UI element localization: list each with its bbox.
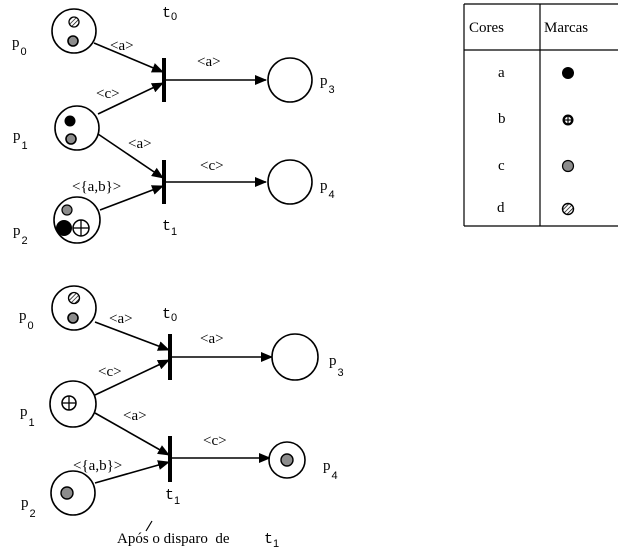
label-p0: p: [12, 35, 20, 51]
svg-text:p4: p4: [323, 458, 338, 482]
token-b: [61, 395, 77, 411]
label-p1: p: [13, 128, 21, 144]
label-t0: t: [162, 5, 171, 22]
svg-text:t1: t1: [264, 531, 279, 550]
label-t1: t: [165, 487, 174, 504]
mark-solid-black: [562, 67, 574, 79]
arc-p1-t0: [97, 82, 164, 115]
arc-p1-t1: [94, 412, 170, 456]
arc-label-t0-p3: <a>: [197, 54, 221, 70]
mark-solid-gray: [561, 159, 575, 173]
arc-label-p1-t1: <a>: [123, 408, 147, 424]
svg-text:t0: t0: [162, 306, 177, 324]
token-c: [65, 133, 77, 145]
token-c: [280, 453, 294, 467]
arc-label-t0-p3: <a>: [200, 331, 224, 347]
svg-text:p2: p2: [13, 223, 28, 247]
svg-text:p0: p0: [12, 35, 27, 58]
arc-label-p0-t0: <a>: [110, 38, 134, 54]
caption-transition: t: [264, 531, 273, 548]
svg-text:t1: t1: [162, 218, 177, 238]
label-p0: p: [19, 308, 27, 324]
place-p0: [51, 285, 97, 331]
svg-text:p3: p3: [320, 73, 335, 96]
label-p3: p: [329, 353, 337, 369]
arc-p0-t0: [93, 42, 164, 73]
legend-table: Cores Marcas a b c d: [463, 3, 618, 227]
svg-text:t0: t0: [162, 5, 177, 23]
token-c: [61, 204, 73, 216]
label-p1: p: [20, 404, 28, 420]
svg-text:p1: p1: [20, 404, 35, 429]
arc-p2-t1: [99, 185, 164, 211]
place-p3: [267, 57, 313, 103]
token-b: [72, 219, 90, 237]
mark-crosshatched: [562, 114, 574, 126]
place-p3: [271, 333, 319, 381]
arc-p0-t0: [94, 321, 170, 351]
svg-text:p4: p4: [320, 178, 335, 201]
svg-text:p1: p1: [13, 128, 28, 152]
token-d: [68, 16, 80, 28]
arc-label-p2-t1: <{a,b}>: [73, 458, 122, 474]
table-row-color: a: [498, 65, 505, 81]
arc-label-p1-t0: <c>: [96, 86, 120, 102]
token-c: [60, 486, 74, 500]
diagram-after: p0 p1 p2 p3 p4 t0 t1 <a> <c> <a> <a> <{a…: [19, 285, 344, 550]
label-t0: t: [162, 306, 171, 323]
arc-label-p1-t0: <c>: [98, 364, 122, 380]
place-p1: [54, 105, 100, 151]
label-p2: p: [21, 495, 29, 511]
arc-p1-t0: [94, 359, 170, 396]
arc-label-t1-p4: <c>: [203, 433, 227, 449]
label-p3: p: [320, 73, 328, 89]
table-row-color: d: [497, 200, 505, 216]
place-p0: [51, 8, 97, 54]
token-d: [67, 291, 81, 305]
svg-text:p3: p3: [329, 353, 344, 379]
arc-label-p2-t1: <{a,b}>: [72, 179, 121, 195]
arc-label-p0-t0: <a>: [109, 311, 133, 327]
table-row-color: c: [498, 158, 505, 174]
svg-text:t1: t1: [165, 487, 180, 507]
token-c: [67, 35, 79, 47]
caption-text: Após o disparo de: [117, 531, 230, 547]
token-a: [64, 115, 76, 127]
table-header-cores: Cores: [469, 20, 504, 36]
table-row-color: b: [498, 111, 506, 127]
arc-p1-t1: [97, 133, 164, 179]
token-c: [67, 312, 79, 324]
label-p2: p: [13, 223, 21, 239]
label-t1: t: [162, 218, 171, 235]
svg-text:p2: p2: [21, 495, 36, 520]
place-p4: [267, 159, 313, 205]
label-p4: p: [320, 178, 328, 194]
arc-label-t1-p4: <c>: [200, 158, 224, 174]
caption-pointer: [145, 520, 153, 532]
table-header-marcas: Marcas: [544, 20, 588, 36]
svg-text:p0: p0: [19, 308, 34, 332]
place-p2: [53, 196, 101, 244]
diagram-before: p0 p1 p2 p3 p4 t0 t1 <a> <c> <a> <a> <{a…: [12, 5, 335, 247]
token-a: [56, 220, 72, 236]
arc-p2-t1: [94, 460, 170, 484]
mark-hatched: [561, 202, 575, 216]
arc-label-p1-t1: <a>: [128, 136, 152, 152]
label-p4: p: [323, 458, 331, 474]
